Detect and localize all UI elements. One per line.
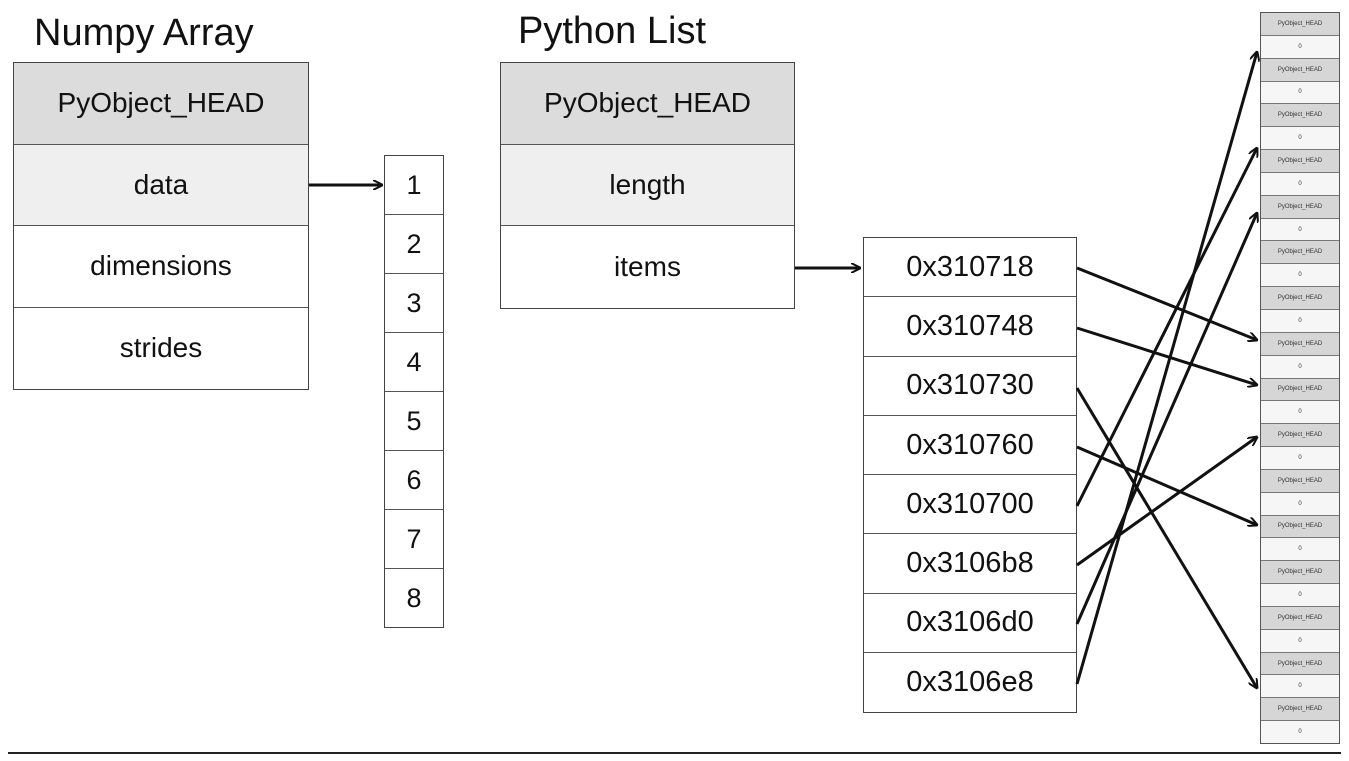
memory-slot-header: PyObject_HEAD (1261, 150, 1339, 173)
memory-slot-header: PyObject_HEAD (1261, 424, 1339, 448)
memory-slot-value: 0 (1261, 172, 1339, 196)
pointer-cell: 0x310748 (864, 297, 1076, 357)
numpy-field-dimensions: dimensions (14, 226, 308, 308)
object-pointer-arrow (1075, 387, 1257, 688)
numpy-data-buffer: 1 2 3 4 5 6 7 8 (384, 155, 444, 628)
memory-slot-value: 0 (1261, 127, 1339, 151)
object-pointer-arrow (1076, 326, 1257, 385)
memory-slot-header: PyObject_HEAD (1261, 332, 1339, 356)
object-pointer-arrow (1076, 266, 1257, 340)
memory-slot-value: 0 (1261, 401, 1339, 425)
numpy-array-title: Numpy Array (34, 12, 254, 54)
memory-slot-value: 0 (1261, 538, 1339, 562)
object-pointer-arrow (1075, 148, 1257, 507)
memory-slot-header: PyObject_HEAD (1261, 195, 1339, 219)
data-value: 1 (385, 156, 443, 215)
pointer-cell: 0x310700 (864, 475, 1076, 535)
memory-slot-header: PyObject_HEAD (1261, 287, 1339, 310)
pointer-cell: 0x3106e8 (906, 666, 1034, 699)
memory-slot-value: 0 (1261, 675, 1339, 699)
memory-slot-header: PyObject_HEAD (1261, 515, 1339, 539)
pointer-cell: 0x310730 (864, 357, 1076, 416)
memory-slot-value: 0 (1261, 492, 1339, 516)
memory-slot-value: 0 (1261, 355, 1339, 379)
memory-slot-value: 0 (1261, 218, 1339, 242)
numpy-field-data: data (14, 144, 308, 226)
memory-slot-header: PyObject_HEAD (1261, 469, 1339, 493)
memory-slot-value: 0 (1261, 629, 1339, 653)
python-list-struct: PyObject_HEAD length items (500, 62, 795, 309)
object-pointer-arrow (1075, 52, 1257, 685)
list-field-length: length (501, 144, 794, 226)
object-pointer-arrow (1076, 437, 1257, 567)
data-value: 2 (385, 215, 443, 274)
pointer-cell: 0x3106b8 (864, 534, 1076, 594)
memory-slot-header: PyObject_HEAD (1261, 606, 1339, 630)
list-field-items: items (501, 226, 794, 308)
data-value: 4 (385, 333, 443, 392)
data-value: 8 (406, 582, 422, 613)
memory-slot-header: PyObject_HEAD (1261, 13, 1339, 36)
pointer-cell: 0x310760 (864, 416, 1076, 476)
data-value: 3 (385, 274, 443, 333)
memory-slot-value: 0 (1261, 721, 1339, 743)
baseline-rule (8, 752, 1341, 754)
object-pointer-arrow (1076, 445, 1257, 525)
memory-slot-value: 0 (1261, 35, 1339, 59)
memory-slot-header: PyObject_HEAD (1261, 652, 1339, 676)
memory-slot-value: 0 (1261, 81, 1339, 105)
numpy-field-pyobject-head: PyObject_HEAD (14, 63, 308, 145)
pointer-cell: 0x3106d0 (864, 594, 1076, 654)
memory-slot-value: 0 (1261, 309, 1339, 333)
memory-slot-header: PyObject_HEAD (1261, 698, 1339, 722)
object-pointer-arrow (1075, 213, 1257, 625)
memory-slot-header: PyObject_HEAD (1261, 378, 1339, 402)
memory-slot-header: PyObject_HEAD (1261, 104, 1339, 128)
memory-slot-value: 0 (1261, 264, 1339, 288)
data-value: 6 (385, 451, 443, 510)
memory-slot-value: 0 (1261, 447, 1339, 470)
list-field-pyobject-head: PyObject_HEAD (501, 63, 794, 145)
data-value: 7 (385, 510, 443, 569)
memory-slot-value: 0 (1261, 584, 1339, 607)
python-list-title: Python List (518, 10, 706, 52)
memory-slot-header: PyObject_HEAD (1261, 241, 1339, 265)
pointer-array: 0x310718 0x310748 0x310730 0x310760 0x31… (863, 237, 1077, 714)
pointer-cell: 0x310718 (864, 238, 1076, 298)
numpy-field-strides: strides (14, 307, 308, 389)
memory-slot-header: PyObject_HEAD (1261, 58, 1339, 82)
memory-slot-header: PyObject_HEAD (1261, 561, 1339, 585)
data-value: 5 (385, 392, 443, 451)
numpy-array-struct: PyObject_HEAD data dimensions strides (13, 62, 309, 390)
